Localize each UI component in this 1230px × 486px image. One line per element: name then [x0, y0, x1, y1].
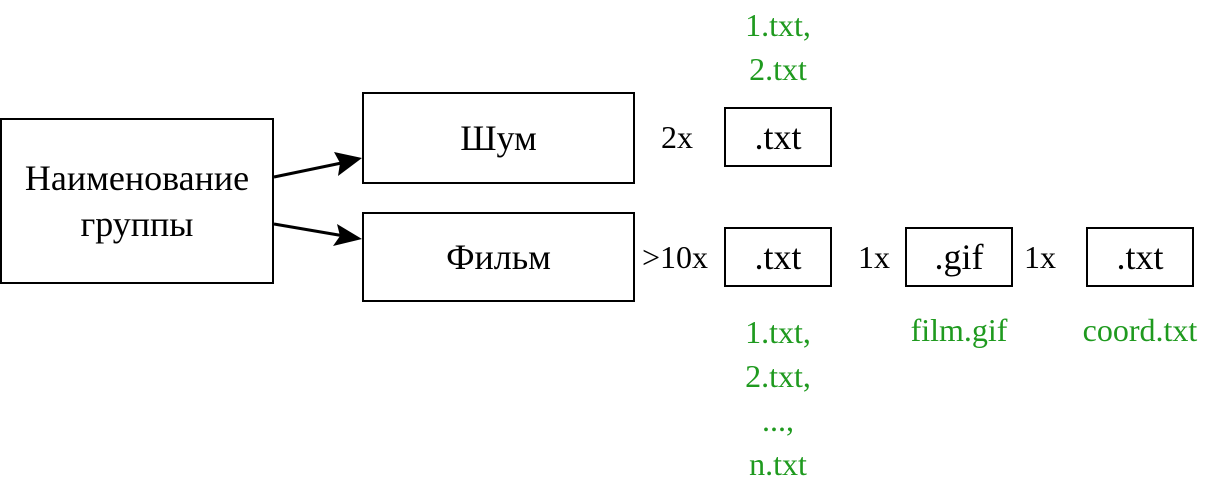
group-name-line-1: Наименование	[24, 158, 250, 198]
noise-box: Шум	[362, 92, 635, 184]
film-file-2: 2.txt,	[745, 358, 811, 394]
film-file-1: 1.txt,	[745, 314, 811, 350]
group-name-line-2: группы	[80, 204, 194, 244]
noise-file-2: 2.txt	[749, 51, 807, 87]
noise-file-1: 1.txt,	[745, 7, 811, 43]
film-multiplier: >10x	[642, 239, 709, 275]
coord-multiplier: 1x	[1024, 239, 1056, 275]
film-label: Фильм	[446, 237, 551, 277]
film-file-n: n.txt	[749, 446, 807, 482]
noise-files-list: 1.txt, 2.txt	[724, 3, 832, 91]
arrow-to-film-head	[333, 224, 362, 246]
arrow-to-noise-head	[334, 152, 362, 176]
gif-box: .gif	[905, 227, 1013, 287]
film-txt-label: .txt	[754, 237, 802, 277]
coord-box: .txt	[1086, 227, 1194, 287]
noise-txt-box: .txt	[724, 107, 832, 167]
film-txt-box: .txt	[724, 227, 832, 287]
film-files-list: 1.txt, 2.txt, ..., n.txt	[724, 310, 832, 486]
film-file-ellipsis: ...,	[762, 402, 794, 438]
gif-multiplier: 1x	[858, 239, 890, 275]
film-box: Фильм	[362, 212, 635, 302]
noise-txt-label: .txt	[754, 117, 802, 157]
noise-multiplier: 2x	[661, 119, 693, 155]
gif-label: .gif	[934, 237, 984, 277]
gif-file-name: film.gif	[910, 312, 1008, 348]
coord-file-name: coord.txt	[1082, 312, 1198, 348]
group-name-label: Наименование группы	[25, 155, 249, 247]
coord-label: .txt	[1116, 237, 1164, 277]
noise-label: Шум	[460, 118, 537, 158]
group-name-box: Наименование группы	[0, 118, 274, 284]
